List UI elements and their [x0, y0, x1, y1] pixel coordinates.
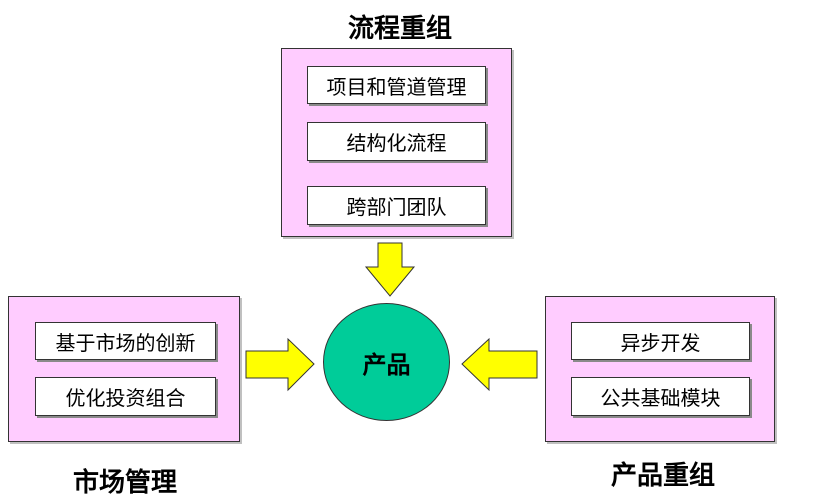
item-common-modules: 公共基础模块 — [571, 377, 750, 416]
group-box-process: 项目和管道管理 结构化流程 跨部门团队 — [281, 48, 512, 237]
group-box-product: 异步开发 公共基础模块 — [545, 296, 775, 442]
item-cross-team: 跨部门团队 — [307, 186, 486, 225]
item-project-pipeline: 项目和管道管理 — [307, 66, 486, 104]
arrow-right-icon — [245, 337, 315, 392]
item-portfolio: 优化投资组合 — [35, 377, 216, 416]
item-market-innovation: 基于市场的创新 — [35, 322, 216, 360]
arrow-down-icon — [364, 242, 416, 297]
group-title-product: 产品重组 — [610, 461, 715, 491]
arrow-left-icon — [461, 337, 538, 392]
product-label: 产品 — [362, 350, 411, 379]
item-async-dev: 异步开发 — [571, 322, 750, 360]
group-title-process: 流程重组 — [347, 14, 452, 44]
group-title-market: 市场管理 — [72, 468, 177, 498]
group-box-market: 基于市场的创新 优化投资组合 — [8, 296, 240, 442]
product-circle: 产品 — [323, 303, 450, 421]
item-structured-process: 结构化流程 — [307, 122, 486, 161]
